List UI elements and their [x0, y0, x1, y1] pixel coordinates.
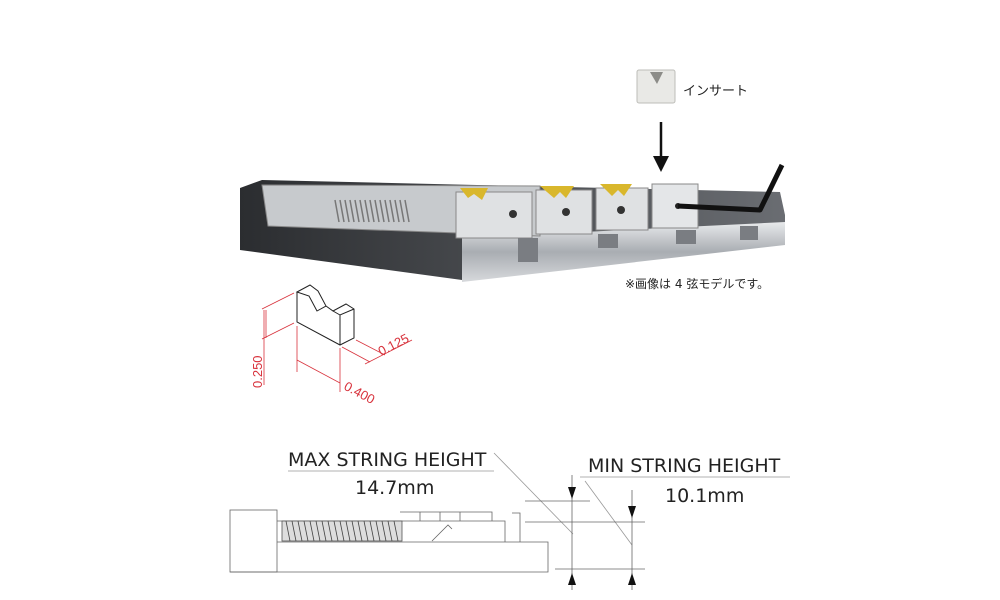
max-height-label: MAX STRING HEIGHT	[288, 449, 487, 471]
model-note: ※画像は 4 弦モデルです。	[625, 276, 769, 291]
dimension-height: 0.250	[250, 355, 265, 388]
bridge-render	[240, 163, 785, 282]
insert-dimension-drawing	[261, 284, 413, 392]
spring	[334, 199, 410, 223]
side-view-drawing	[229, 452, 790, 590]
min-height-value: 10.1mm	[665, 485, 744, 507]
insert-icon	[636, 69, 676, 104]
insert-label: インサート	[683, 84, 748, 99]
down-arrow-icon	[653, 122, 669, 172]
min-height-label: MIN STRING HEIGHT	[588, 455, 781, 477]
dimension-width: 0.400	[342, 378, 378, 407]
dimension-depth: 0.125	[376, 331, 412, 359]
allen-key	[677, 163, 785, 213]
dimension-arrows	[568, 487, 636, 585]
max-height-value: 14.7mm	[355, 477, 434, 499]
